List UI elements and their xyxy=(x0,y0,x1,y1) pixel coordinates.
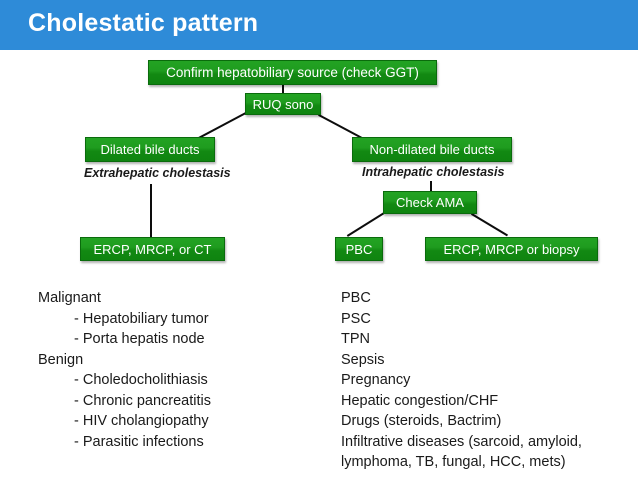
node-ercp-mrcp-or-biopsy[interactable]: ERCP, MRCP or biopsy xyxy=(425,237,598,261)
title-bar: Cholestatic pattern xyxy=(0,0,638,50)
list-item: PBC xyxy=(341,290,371,306)
list-item: Malignant xyxy=(38,290,101,306)
list-item: Sepsis xyxy=(341,351,385,368)
node-non-dilated-bile-ducts[interactable]: Non-dilated bile ducts xyxy=(352,137,512,162)
list-item: PSC xyxy=(341,310,371,327)
connector-extrahepatic-to-ercp xyxy=(150,184,152,238)
list-item: - Porta hepatis node xyxy=(74,331,205,347)
node-check-ama[interactable]: Check AMA xyxy=(383,191,477,214)
list-item: lymphoma, TB, fungal, HCC, mets) xyxy=(341,454,566,470)
right-differential-list: PBC PSC TPN Sepsis Pregnancy Hepatic con… xyxy=(341,288,636,473)
list-item: Infiltrative diseases (sarcoid, amyloid, xyxy=(341,433,582,450)
connector-checkama-to-ercp-biopsy xyxy=(470,213,509,237)
list-item: - HIV cholangiopathy xyxy=(74,413,209,429)
caption-extrahepatic-cholestasis: Extrahepatic cholestasis xyxy=(84,166,231,180)
list-item: Drugs (steroids, Bactrim) xyxy=(341,413,502,429)
left-differential-list: Malignant - Hepatobiliary tumor - Porta … xyxy=(38,288,328,452)
list-item: TPN xyxy=(341,331,370,347)
node-ercp-mrcp-or-ct[interactable]: ERCP, MRCP, or CT xyxy=(80,237,225,261)
list-item: Pregnancy xyxy=(341,372,411,388)
caption-intrahepatic-cholestasis: Intrahepatic cholestasis xyxy=(362,165,505,179)
node-dilated-bile-ducts[interactable]: Dilated bile ducts xyxy=(85,137,215,162)
connector-checkama-to-pbc xyxy=(346,211,386,237)
connector-intrahepatic-to-checkama xyxy=(430,181,432,192)
list-item: Benign xyxy=(38,351,84,368)
list-item: - Choledocholithiasis xyxy=(74,372,208,388)
connector-confirm-to-ruq xyxy=(282,84,284,94)
list-item: - Hepatobiliary tumor xyxy=(74,310,209,327)
connector-ruq-to-dilated xyxy=(196,112,246,140)
page-title: Cholestatic pattern xyxy=(28,9,259,37)
list-item: - Chronic pancreatitis xyxy=(74,392,211,409)
list-item: - Parasitic infections xyxy=(74,433,204,450)
node-confirm-hepatobiliary-source[interactable]: Confirm hepatobiliary source (check GGT) xyxy=(148,60,437,85)
list-item: Hepatic congestion/CHF xyxy=(341,392,499,409)
node-pbc[interactable]: PBC xyxy=(335,237,383,261)
node-ruq-sono[interactable]: RUQ sono xyxy=(245,93,321,115)
